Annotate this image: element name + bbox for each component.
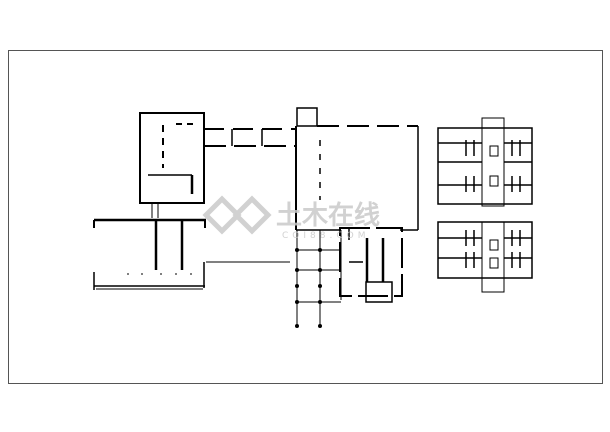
middle-building-block [295,107,419,328]
spine-bottom [481,221,505,293]
middle-tower [296,107,318,127]
watermark-text: 土木在线 [276,201,380,231]
bottom-wing-walls [438,230,532,268]
watermark: 土木在线 COI88.COM [202,195,380,241]
column-nodes [295,248,322,328]
left-square-room [139,112,205,204]
annex-room [339,227,403,297]
annex-entrance [365,281,393,303]
right-building-block [437,117,533,293]
top-wing-walls [438,140,532,192]
bottom-wing [437,221,533,279]
drawing-frame [8,50,603,384]
top-wing-fixtures [489,145,499,187]
top-wing [437,127,533,205]
spine-top [481,117,505,207]
column-grid [296,230,342,326]
bottom-wing-fixtures [489,239,499,269]
watermark-subtext: COI88.COM [282,231,369,241]
watermark-logo-icon [202,195,272,235]
left-building-block [93,112,296,290]
